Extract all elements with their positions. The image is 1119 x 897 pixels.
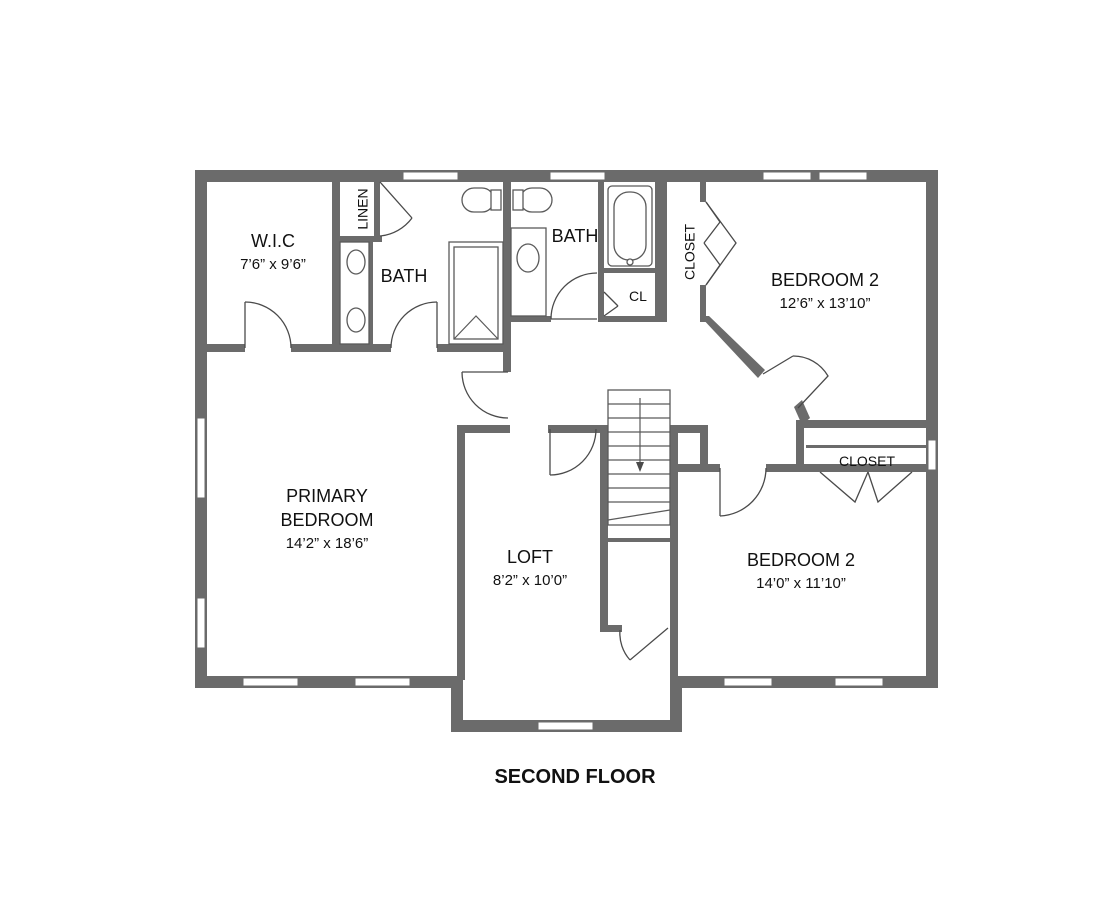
primary-name-line1: PRIMARY	[286, 486, 368, 506]
linen-name: LINEN	[355, 188, 371, 229]
bedroom-lower-dims: 14’0” x 11’10”	[756, 575, 846, 592]
doors	[244, 181, 913, 661]
floor-title: SECOND FLOOR	[494, 766, 656, 788]
cl-name: CL	[629, 288, 647, 304]
wic-dims: 7’6” x 9’6”	[240, 256, 306, 273]
room-labels: W.I.C 7’6” x 9’6” LINEN BATH BATH CLOSET…	[240, 188, 895, 592]
bedroom-lower-name: BEDROOM 2	[747, 550, 855, 570]
closet-vertical-name: CLOSET	[682, 224, 698, 280]
loft-dims: 8’2” x 10’0”	[493, 572, 567, 589]
wic-name: W.I.C	[251, 231, 295, 251]
bath1-name: BATH	[381, 266, 428, 286]
closet-horizontal-name: CLOSET	[839, 453, 895, 469]
loft-name: LOFT	[507, 547, 553, 567]
bath2-name: BATH	[552, 226, 599, 246]
fixtures	[339, 185, 653, 345]
windows	[196, 171, 937, 731]
interior-walls	[207, 182, 928, 680]
bedroom-upper-name: BEDROOM 2	[771, 270, 879, 290]
exterior-walls	[195, 170, 938, 732]
primary-name-line2: BEDROOM	[280, 510, 373, 530]
bedroom-upper-dims: 12’6” x 13’10”	[780, 295, 871, 312]
stairs	[607, 389, 671, 526]
primary-dims: 14’2” x 18’6”	[286, 535, 369, 552]
